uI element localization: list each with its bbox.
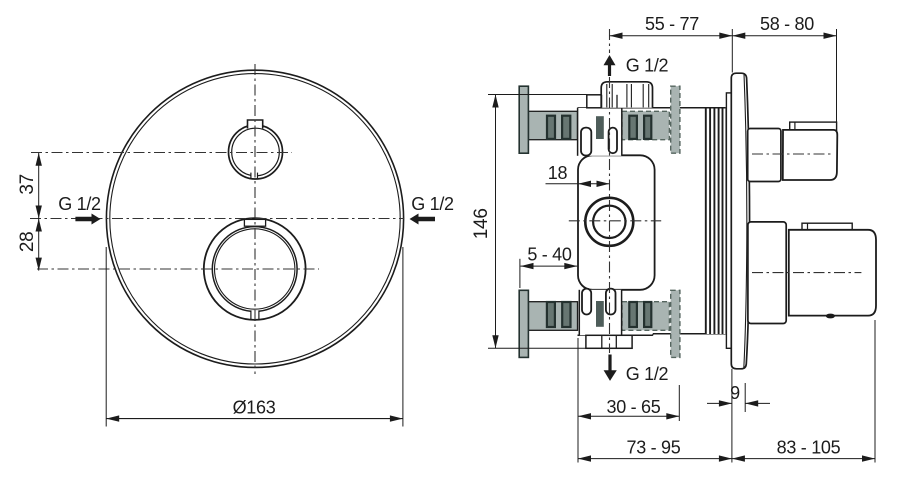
svg-text:Ø163: Ø163 — [233, 398, 276, 418]
svg-text:55 - 77: 55 - 77 — [645, 14, 699, 34]
svg-text:G 1/2: G 1/2 — [626, 56, 669, 76]
svg-text:G 1/2: G 1/2 — [58, 194, 101, 214]
svg-text:G 1/2: G 1/2 — [411, 194, 454, 214]
svg-text:18: 18 — [548, 163, 568, 183]
svg-text:37: 37 — [17, 174, 38, 195]
svg-text:58 - 80: 58 - 80 — [760, 14, 814, 34]
svg-text:28: 28 — [17, 232, 38, 253]
svg-text:73 - 95: 73 - 95 — [627, 438, 681, 458]
svg-text:G 1/2: G 1/2 — [626, 364, 669, 384]
svg-text:30 - 65: 30 - 65 — [607, 397, 661, 417]
svg-text:146: 146 — [471, 208, 492, 239]
svg-text:9: 9 — [730, 383, 740, 403]
svg-text:5 - 40: 5 - 40 — [527, 245, 572, 265]
svg-text:83 - 105: 83 - 105 — [777, 438, 841, 458]
